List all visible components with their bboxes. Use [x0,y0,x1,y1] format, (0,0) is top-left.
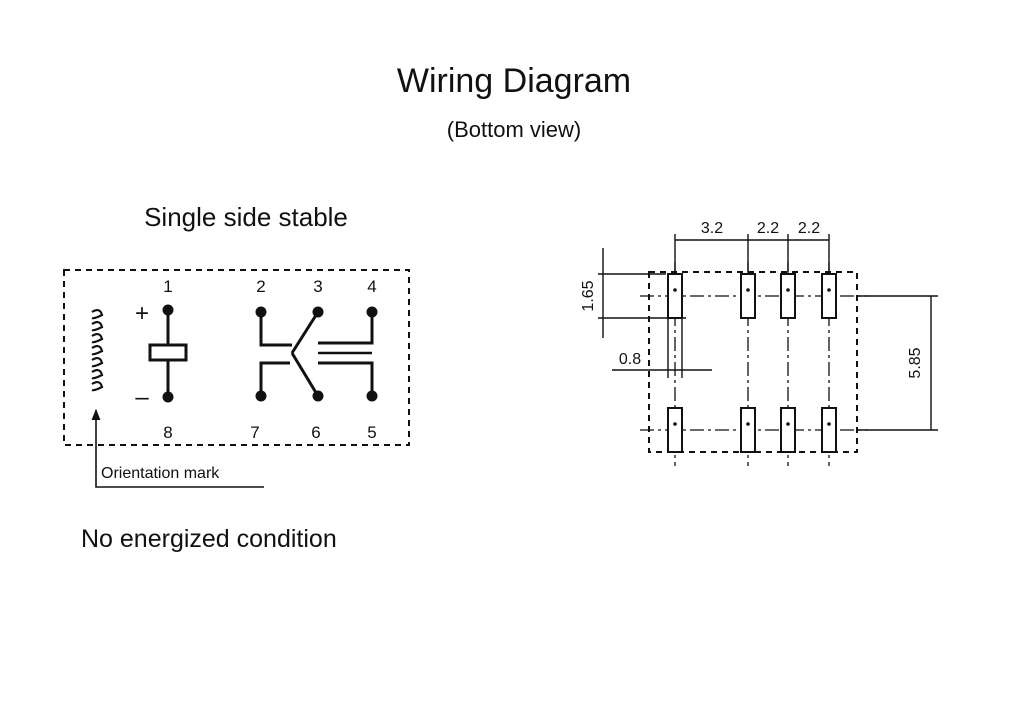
pin-label-6: 6 [311,423,320,442]
pin-dot-3 [312,306,324,318]
diagram-title: Wiring Diagram [397,62,631,100]
plus-sign: + [135,300,149,327]
pad [740,273,756,319]
pin-dot-6 [312,390,324,402]
relay-coil [148,310,188,397]
condition-caption: No energized condition [81,525,337,553]
schematic-outline [63,269,410,446]
pitch-dimension-lines [674,234,830,272]
footprint-pads [667,273,837,453]
footprint-outline [648,271,858,453]
pad [667,407,683,453]
dim-pitch-3: 2.2 [798,220,820,237]
pin-dot-1 [162,304,174,316]
dim-pad-length: 1.65 [580,280,597,311]
pad-width-dimension [612,318,712,378]
schematic-heading: Single side stable [144,202,348,232]
pad [821,273,837,319]
minus-sign: – [135,384,149,411]
pad [740,407,756,453]
pin-label-1: 1 [163,277,172,296]
pin-label-8: 8 [163,423,172,442]
row-spacing-dimension [858,295,938,431]
pin-dot-8 [162,391,174,403]
pin-label-2: 2 [256,277,265,296]
pin-label-3: 3 [313,277,322,296]
diagram-subtitle: (Bottom view) [447,117,581,142]
pad-length-dimension [598,248,686,338]
pcb-footprint: 3.2 2.2 2.2 1.65 0.8 5.85 [580,220,938,466]
pin-label-5: 5 [367,423,376,442]
pin-label-7: 7 [250,423,259,442]
pin-label-4: 4 [367,277,376,296]
orientation-mark-label: Orientation mark [101,465,220,482]
dim-pad-width: 0.8 [619,351,641,368]
orientation-mark-icon [91,308,104,392]
pad [780,407,796,453]
orientation-leader [91,408,264,488]
pad-center-dots [673,288,831,426]
relay-schematic: Single side stable 1 2 3 4 8 7 6 5 + – [63,202,410,553]
relay-contacts [259,311,374,397]
dim-row-spacing: 5.85 [907,347,924,378]
dim-pitch-1: 3.2 [701,220,723,237]
pad [667,273,683,319]
dim-pitch-2: 2.2 [757,220,779,237]
pin-dot-2 [255,306,267,318]
pin-dot-7 [255,390,267,402]
pin-dot-4 [366,306,378,318]
pad [821,407,837,453]
pad [780,273,796,319]
pin-dot-5 [366,390,378,402]
